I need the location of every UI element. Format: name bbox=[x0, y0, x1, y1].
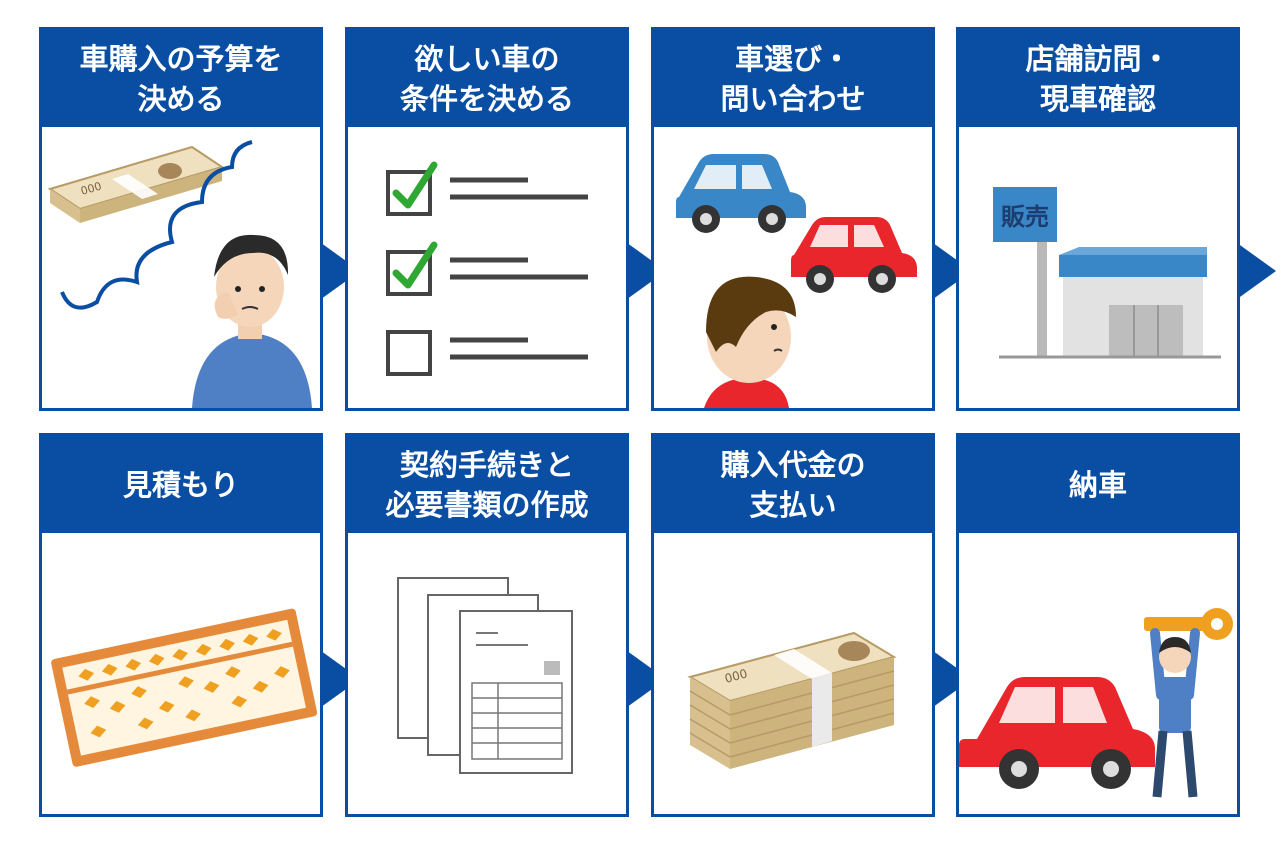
step-title-line1: 購入代金の bbox=[720, 447, 866, 482]
step-estimate: 見積もり bbox=[39, 433, 323, 817]
step-title: 納車 bbox=[959, 436, 1237, 533]
money-band-text: 000 bbox=[723, 666, 749, 685]
step-title-line2: 条件を決める bbox=[399, 81, 574, 116]
abacus-illustration bbox=[51, 608, 318, 767]
step-title: 車購入の予算を 決める bbox=[42, 30, 320, 127]
step-title: 車選び・ 問い合わせ bbox=[654, 30, 932, 127]
step-title-line1: 車選び・ bbox=[734, 41, 851, 76]
step-delivery: 納車 bbox=[956, 433, 1240, 817]
step-title-line1: 店舗訪問・ bbox=[1025, 41, 1171, 76]
car-delivery-illustration bbox=[959, 608, 1233, 798]
step-budget: 車購入の予算を 決める 000 bbox=[39, 27, 323, 411]
step-title: 契約手続きと 必要書類の作成 bbox=[348, 436, 626, 533]
step-car-selection: 車選び・ 問い合わせ bbox=[651, 27, 935, 411]
step-title-line2: 現車確認 bbox=[1039, 81, 1156, 116]
step-title-line1: 欲しい車の bbox=[414, 41, 560, 76]
cars-and-boy-illustration bbox=[676, 154, 917, 408]
step-title-line2: 問い合わせ bbox=[720, 81, 866, 116]
documents-illustration bbox=[397, 577, 573, 774]
step-title: 店舗訪問・ 現車確認 bbox=[959, 30, 1237, 127]
thinking-man-money-illustration: 000 bbox=[47, 140, 312, 408]
dealership-illustration: 販売 bbox=[993, 187, 1221, 359]
step-payment: 購入代金の 支払い 000 bbox=[651, 433, 935, 817]
money-band-text: 000 bbox=[79, 180, 103, 198]
checklist-illustration bbox=[386, 161, 588, 376]
step-title-line1: 見積もり bbox=[122, 467, 239, 502]
shop-sign-text: 販売 bbox=[1001, 203, 1049, 231]
money-stack-illustration: 000 bbox=[687, 631, 897, 769]
step-conditions: 欲しい車の 条件を決める bbox=[345, 27, 629, 411]
step-title-line1: 納車 bbox=[1068, 467, 1127, 502]
step-title-line2: 支払い bbox=[749, 487, 837, 522]
step-title-line1: 車購入の予算を bbox=[79, 41, 283, 76]
step-title: 見積もり bbox=[42, 436, 320, 533]
step-contract: 契約手続きと 必要書類の作成 bbox=[345, 433, 629, 817]
step-title: 欲しい車の 条件を決める bbox=[348, 30, 626, 127]
step-store-visit: 店舗訪問・ 現車確認 販売 bbox=[956, 27, 1240, 411]
step-title: 購入代金の 支払い bbox=[654, 436, 932, 533]
step-title-line2: 決める bbox=[137, 81, 225, 116]
step-title-line2: 必要書類の作成 bbox=[385, 487, 589, 522]
step-title-line1: 契約手続きと bbox=[399, 447, 574, 482]
